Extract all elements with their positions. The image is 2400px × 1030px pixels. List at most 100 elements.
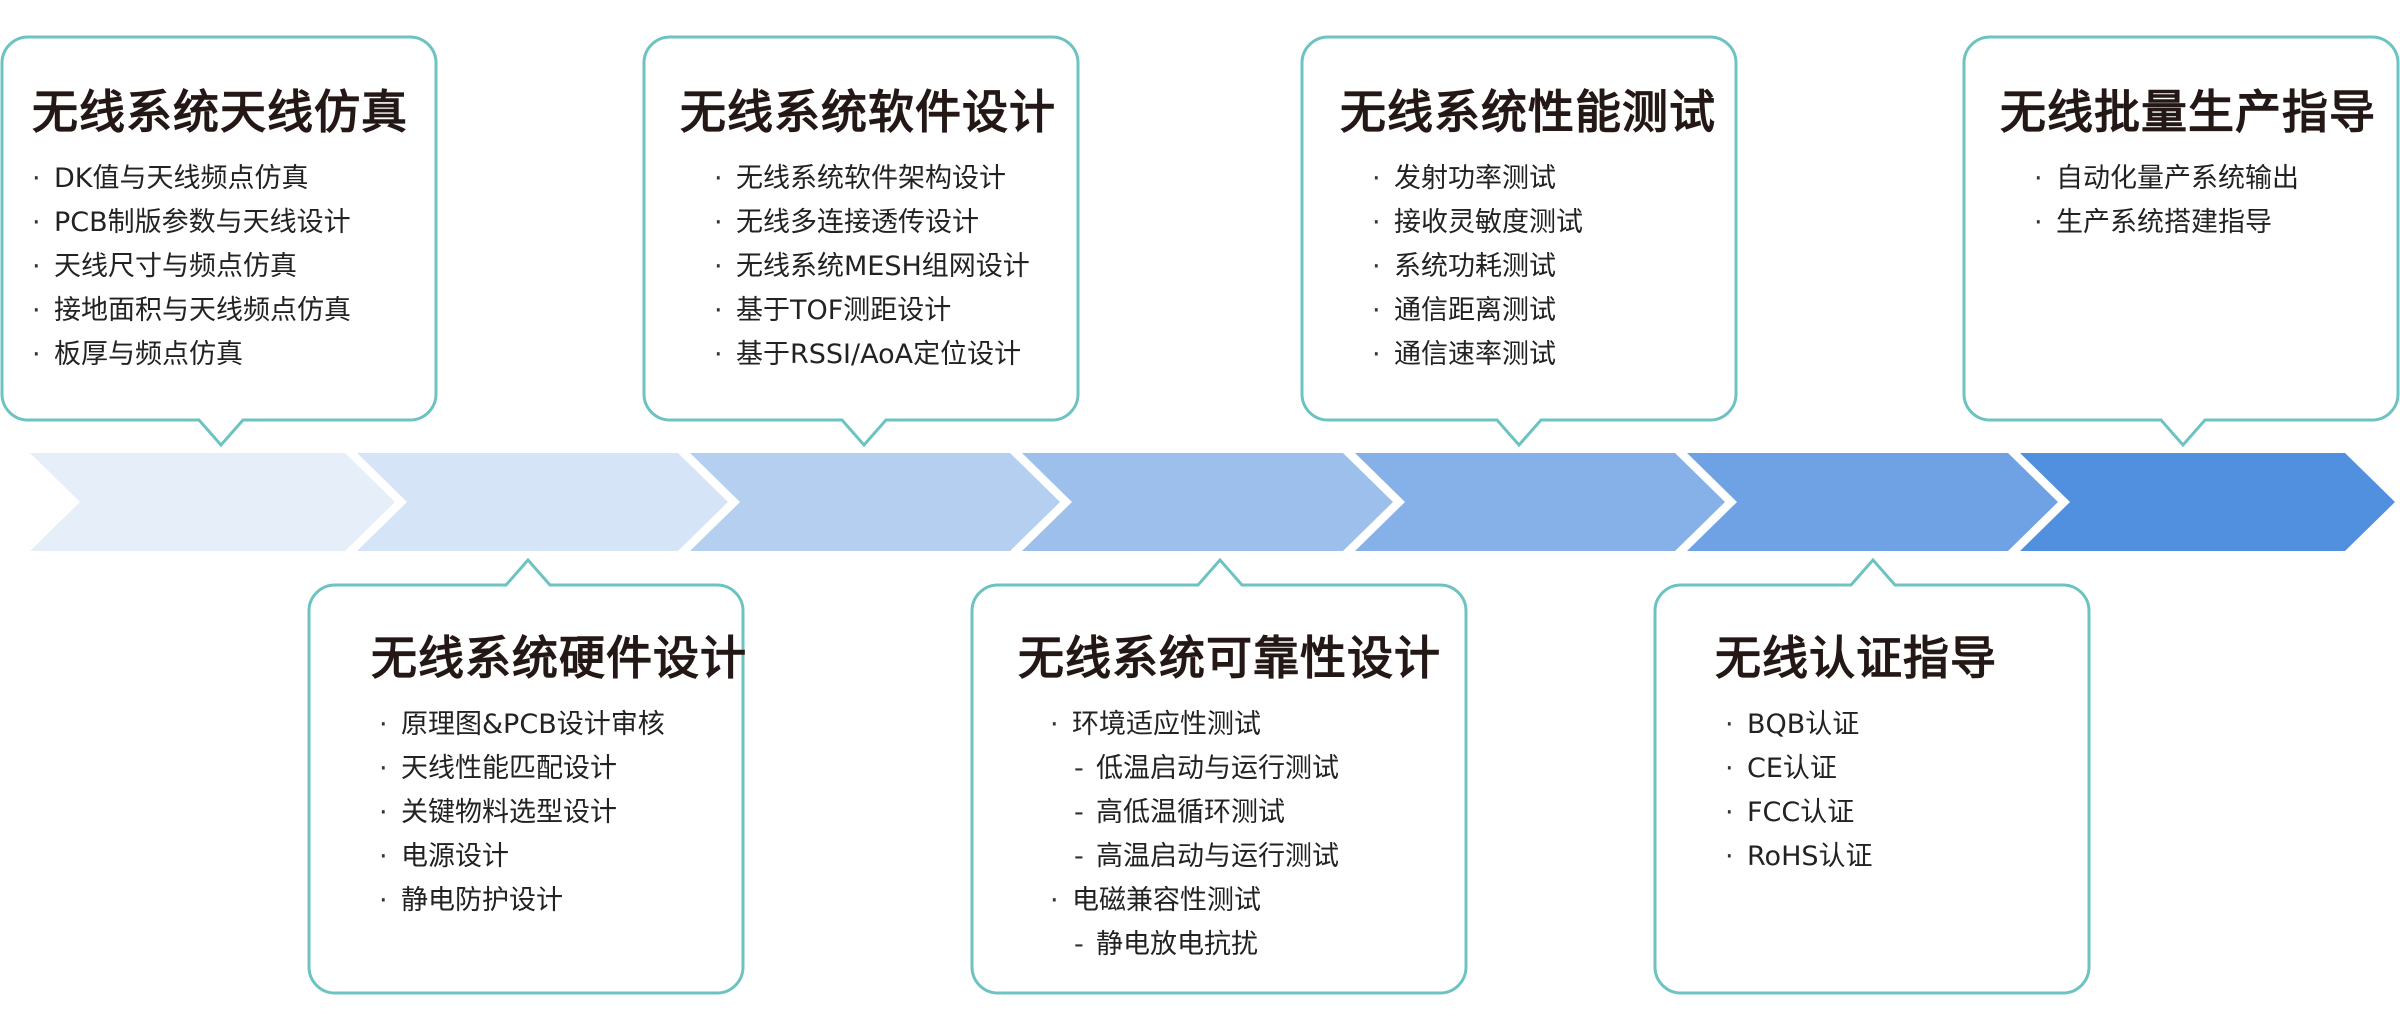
list-item: ·无线系统软件架构设计 [714,157,1078,201]
list-item-text: 基于RSSI/AoA定位设计 [736,339,1022,370]
card-performance-testing: 无线系统性能测试 ·发射功率测试 ·接收灵敏度测试 · 系统功耗测试 · 通信距离测… [1302,37,1736,377]
bullet-dot: · [32,295,41,326]
list-item-text: CE认证 [1747,753,1837,784]
card-reliability-design: 无线系统可靠性设计 ·环境适应性测试 -低温启动与运行测试 -高低温循环测试 -… [972,585,1466,967]
list-item-text: 高低温循环测试 [1096,797,1285,828]
bullet-dot: · [2034,207,2043,238]
bullet-dash: - [1074,929,1084,960]
chevron-stage-1 [30,453,395,551]
bullet-dot: · [1725,841,1734,872]
list-item: ·关键物料选型设计 [379,791,743,835]
list-item: ·环境适应性测试 [1050,703,1466,747]
list-item-text: FCC认证 [1747,797,1855,828]
card-outline-performance [1300,35,1738,448]
list-item: ·电磁兼容性测试 [1050,879,1466,923]
card-outline-reliability [970,557,1468,995]
card-outline-antenna [0,35,438,448]
list-item: ·天线尺寸与频点仿真 [32,245,436,289]
card-title: 无线系统软件设计 [680,85,1056,139]
list-item-text: 通信距离测试 [1394,295,1556,326]
list-item-text: 天线性能匹配设计 [401,753,617,784]
list-item: · DK值与天线频点仿真 [32,157,436,201]
card-title: 无线系统硬件设计 [371,631,747,685]
list-item: · 基于RSSI/AoA定位设计 [714,333,1078,377]
card-title: 无线系统天线仿真 [32,85,408,139]
list-item: · 通信距离测试 [1372,289,1736,333]
list-item-text: 通信速率测试 [1394,339,1556,370]
list-item: · CE认证 [1725,747,2089,791]
bullet-dot: · [379,753,388,784]
bullet-dot: · [379,885,388,916]
card-item-list: · 原理图&PCB设计审核 · 天线性能匹配设计 ·关键物料选型设计 · 电源设计 ·… [339,703,743,923]
list-item: · 通信速率测试 [1372,333,1736,377]
bullet-dot: · [1372,339,1381,370]
card-item-list: ·环境适应性测试 -低温启动与运行测试 -高低温循环测试 -高温启动与运行测试 … [1002,703,1466,967]
list-item: · 生产系统搭建指导 [2034,201,2398,245]
list-item: ·发射功率测试 [1372,157,1736,201]
bullet-dot: · [1372,251,1381,282]
chevron-stage-7 [2020,453,2395,551]
bullet-dot: · [714,295,723,326]
card-antenna-simulation: 无线系统天线仿真 · DK值与天线频点仿真 · PCB制版参数与天线设计 ·天线尺寸… [2,37,436,377]
card-title: 无线认证指导 [1715,631,1997,685]
bullet-dot: · [1725,753,1734,784]
list-subitem: -静电放电抗扰 [1050,923,1466,967]
card-item-list: ·无线系统软件架构设计 · 无线多连接透传设计 ·无线系统MESH组网设计 · 基于… [674,157,1078,377]
card-title: 无线批量生产指导 [2000,85,2376,139]
bullet-dot: · [714,339,723,370]
list-item-text: 电源设计 [401,841,509,872]
list-item-text: 低温启动与运行测试 [1096,753,1339,784]
card-outline-certification [1653,557,2091,995]
list-item-text: 接地面积与天线频点仿真 [54,295,351,326]
card-mass-production: 无线批量生产指导 ·自动化量产系统输出 · 生产系统搭建指导 [1964,37,2398,245]
list-item: · 天线性能匹配设计 [379,747,743,791]
chevron-stage-4 [1022,453,1393,551]
list-item-text: 无线多连接透传设计 [736,207,979,238]
bullet-dot: · [379,841,388,872]
bullet-dot: · [379,709,388,740]
bullet-dot: · [1372,163,1381,194]
list-item: ·接收灵敏度测试 [1372,201,1736,245]
card-outline-hardware [307,557,745,995]
list-item-text: 无线系统软件架构设计 [736,163,1006,194]
list-item-text: 高温启动与运行测试 [1096,841,1339,872]
list-item: · 系统功耗测试 [1372,245,1736,289]
bullet-dot: · [1725,709,1734,740]
card-title: 无线系统性能测试 [1340,85,1716,139]
list-item-text: 环境适应性测试 [1072,709,1261,740]
bullet-dot: · [1725,797,1734,828]
bullet-dash: - [1074,753,1084,784]
list-item: · FCC认证 [1725,791,2089,835]
list-item-text: 系统功耗测试 [1394,251,1556,282]
list-item-text: DK值与天线频点仿真 [54,163,309,194]
list-item-text: 无线系统MESH组网设计 [736,251,1030,282]
card-item-list: ·BQB认证 ·CE认证 ·FCC认证 ·RoHS认证 [1685,703,2089,879]
list-item-text: 自动化量产系统输出 [2056,163,2299,194]
chevron-stage-3 [690,453,1060,551]
bullet-dot: · [1372,207,1381,238]
list-item-text: 基于TOF测距设计 [736,295,952,326]
list-item-text: PCB制版参数与天线设计 [54,207,351,238]
chevron-arrows [30,453,2395,551]
list-item-text: RoHS认证 [1747,841,1873,872]
chevron-stage-2 [357,453,728,551]
list-item: ·板厚与频点仿真 [32,333,436,377]
card-item-list: ·自动化量产系统输出 · 生产系统搭建指导 [1994,157,2398,245]
bullet-dot: · [1050,885,1059,916]
bullet-dot: · [32,163,41,194]
card-hardware-design: 无线系统硬件设计 · 原理图&PCB设计审核 · 天线性能匹配设计 ·关键物料选型设… [309,585,747,923]
list-item: ·自动化量产系统输出 [2034,157,2398,201]
bullet-dot: · [1372,295,1381,326]
card-outline-production [1962,35,2400,448]
list-item-text: 生产系统搭建指导 [2056,207,2272,238]
list-item-text: 原理图&PCB设计审核 [401,709,665,740]
list-item: · 原理图&PCB设计审核 [379,703,743,747]
card-certification-guidance: 无线认证指导 ·BQB认证 ·CE认证 ·FCC认证 ·RoHS认证 [1655,585,2089,879]
bullet-dot: · [379,797,388,828]
card-outlines [0,35,2400,995]
list-item: · 基于TOF测距设计 [714,289,1078,333]
list-item: ·无线系统MESH组网设计 [714,245,1078,289]
list-item: ·静电防护设计 [379,879,743,923]
